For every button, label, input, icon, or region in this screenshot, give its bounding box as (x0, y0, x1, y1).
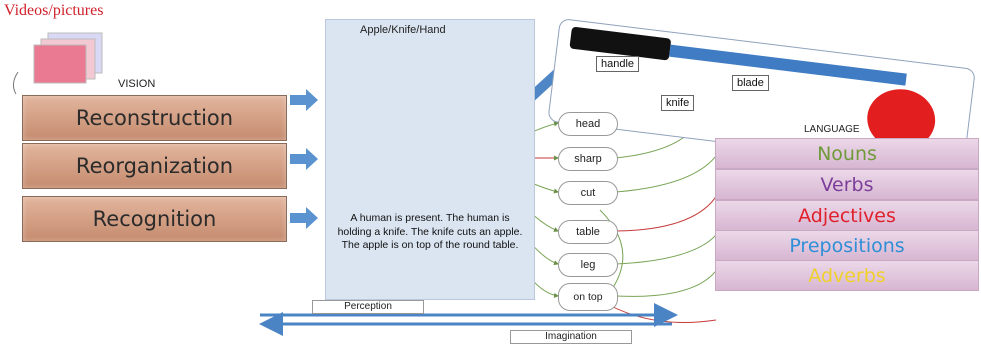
category-verbs: Verbs (715, 169, 979, 200)
stage-reconstruction: Reconstruction (22, 95, 287, 141)
category-adverbs: Adverbs (715, 260, 979, 291)
word-table: table (558, 220, 618, 244)
label-handle: handle (596, 56, 639, 72)
stage-reorganization: Reorganization (22, 143, 287, 189)
scene-panel (325, 19, 535, 300)
word-head: head (558, 112, 618, 136)
imagination-label: Imagination (510, 330, 632, 344)
vision-label: VISION (118, 78, 155, 90)
scene-title: Apple/Knife/Hand (360, 24, 446, 36)
frames-icon (34, 33, 102, 83)
category-adjectives: Adjectives (715, 200, 979, 231)
scene-description: A human is present. The human is holding… (335, 212, 525, 253)
language-title: LANGUAGE (804, 124, 860, 135)
word-cut: cut (558, 181, 618, 205)
label-blade: blade (732, 75, 769, 91)
title: Videos/pictures (4, 2, 103, 20)
word-leg: leg (558, 253, 618, 277)
label-knife: knife (661, 95, 694, 111)
category-prepositions: Prepositions (715, 230, 979, 261)
stage-recognition: Recognition (22, 196, 287, 242)
perception-label: Perception (312, 300, 424, 314)
curl-line (13, 72, 18, 94)
category-nouns: Nouns (715, 138, 979, 169)
word-sharp: sharp (558, 147, 618, 171)
stage-arrows (290, 89, 318, 229)
word-on-top: on top (558, 283, 618, 311)
